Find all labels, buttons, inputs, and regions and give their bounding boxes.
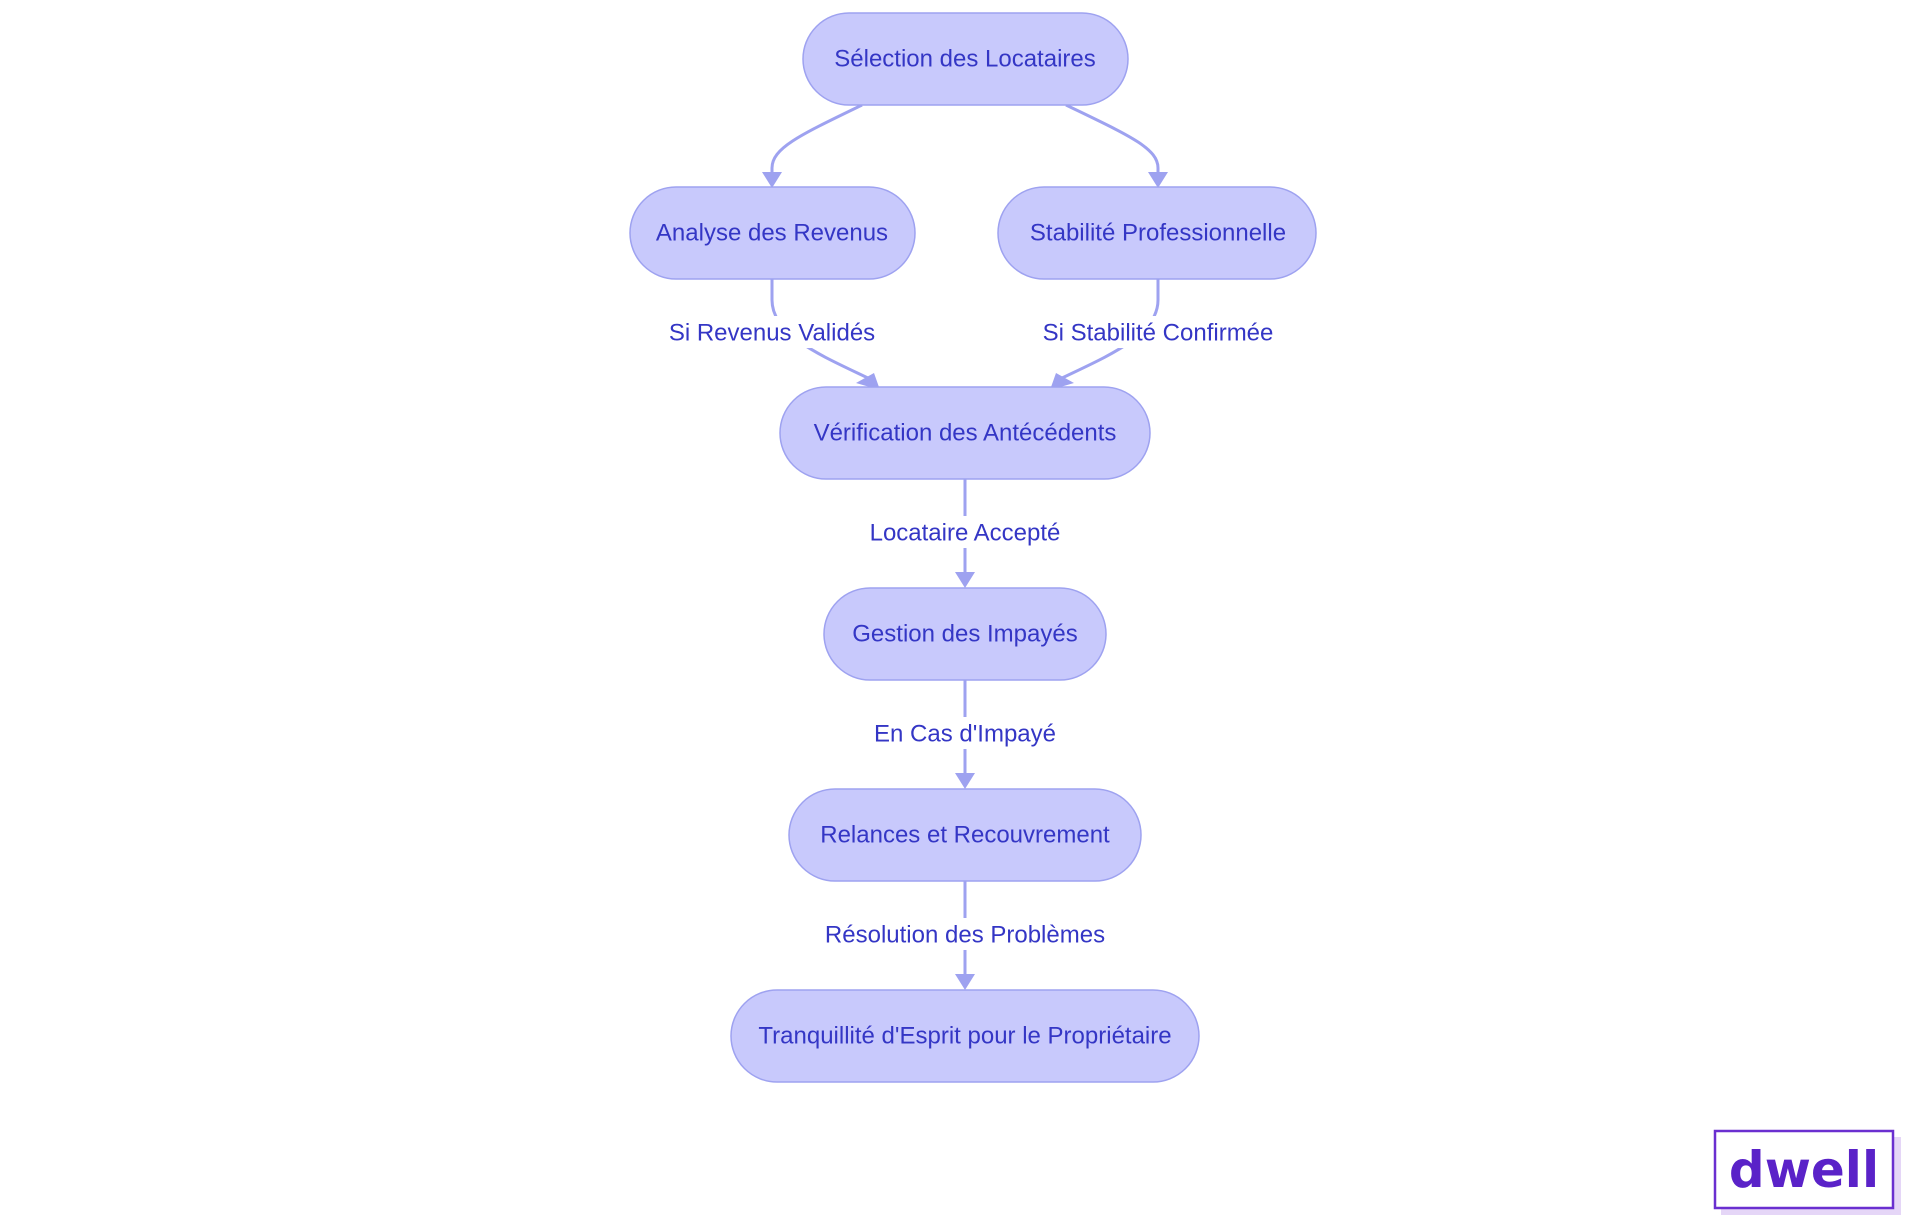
node-stabilite-professionnelle: Stabilité Professionnelle [997, 186, 1317, 280]
edge-label-text: Si Revenus Validés [669, 320, 875, 347]
node-relances-recouvrement: Relances et Recouvrement [788, 788, 1142, 882]
edge-label-locataire-accepte: Locataire Accepté [862, 516, 1068, 548]
node-analyse-revenus: Analyse des Revenus [629, 186, 916, 280]
edge-label-text: Si Stabilité Confirmée [1043, 320, 1274, 347]
node-selection-locataires: Sélection des Locataires [802, 12, 1129, 106]
edge-selection-to-revenus [762, 103, 863, 188]
edge-selection-to-stabilite [1065, 103, 1168, 188]
node-label: Vérification des Antécédents [814, 420, 1117, 447]
edge-label-stabilite-confirmee: Si Stabilité Confirmée [1036, 316, 1280, 348]
logo-text: dwell [1729, 1141, 1879, 1199]
edge-label-revenus-valides: Si Revenus Validés [668, 316, 876, 348]
node-label: Stabilité Professionnelle [1030, 220, 1286, 247]
edge-label-cas-impaye: En Cas d'Impayé [872, 717, 1058, 749]
dwell-logo: dwell [1713, 1129, 1901, 1215]
edge-label-resolution: Résolution des Problèmes [825, 918, 1105, 950]
edge-label-text: Résolution des Problèmes [825, 922, 1105, 949]
node-label: Relances et Recouvrement [820, 822, 1110, 849]
node-tranquillite-esprit: Tranquillité d'Esprit pour le Propriétai… [730, 989, 1200, 1083]
node-label: Tranquillité d'Esprit pour le Propriétai… [758, 1023, 1171, 1050]
edge-label-text: Locataire Accepté [870, 520, 1061, 547]
node-label: Gestion des Impayés [852, 621, 1077, 648]
edge-label-text: En Cas d'Impayé [874, 721, 1056, 748]
node-label: Sélection des Locataires [834, 46, 1096, 73]
node-verification-antecedents: Vérification des Antécédents [779, 386, 1151, 480]
node-gestion-impayes: Gestion des Impayés [823, 587, 1107, 681]
node-label: Analyse des Revenus [656, 220, 888, 247]
